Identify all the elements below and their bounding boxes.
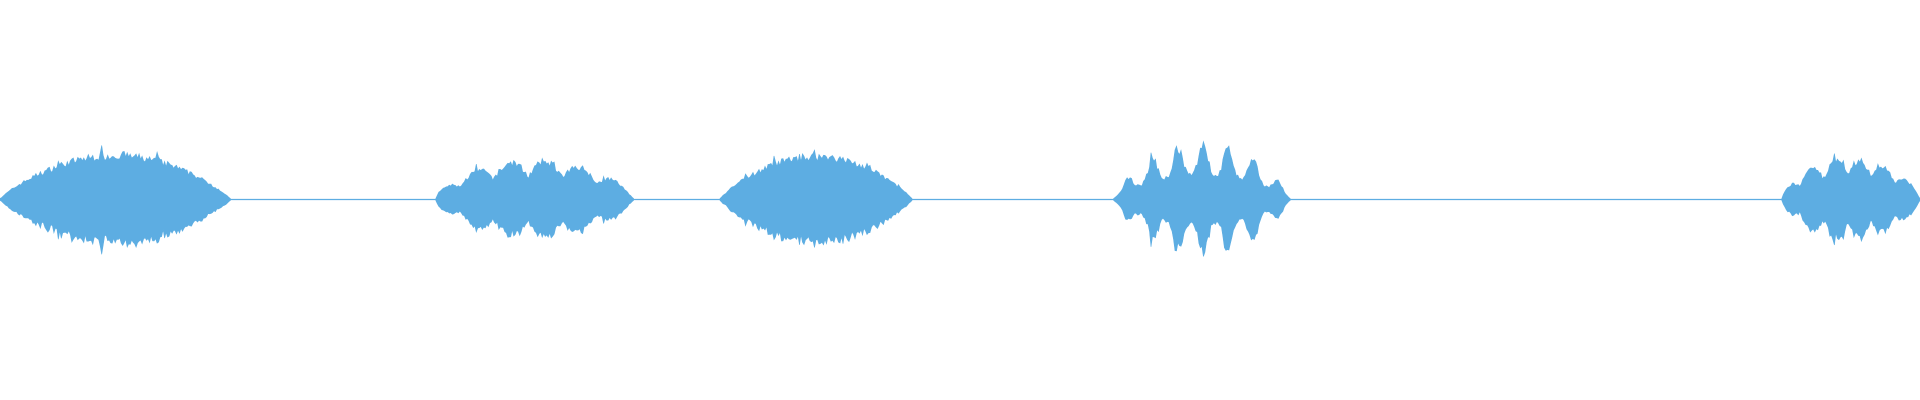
segment-3 <box>719 149 913 248</box>
segment-2 <box>435 157 634 239</box>
segment-1 <box>0 145 231 255</box>
waveform-segments <box>0 140 1920 257</box>
segment-4 <box>1113 140 1291 257</box>
segment-5 <box>1781 153 1920 246</box>
